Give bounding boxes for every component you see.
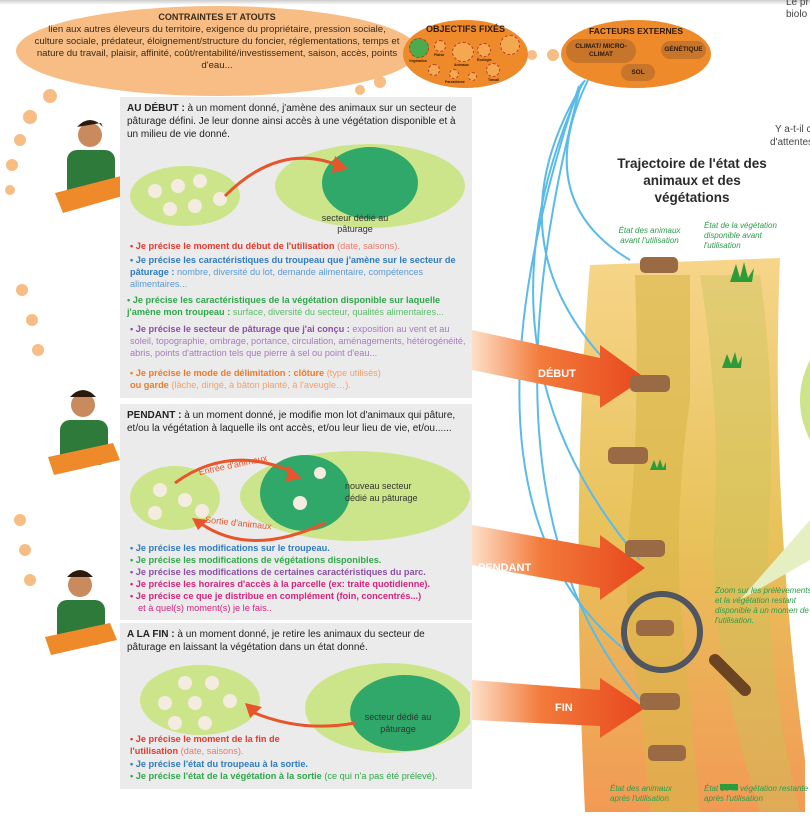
debut-intro: AU DÉBUT : à un moment donné, j'amène de… (127, 102, 466, 141)
vegetation-path (700, 275, 800, 812)
fin-bullet: • Je précise l'état de la végétation à l… (130, 771, 438, 781)
magnifier-icon (621, 591, 751, 696)
grass-icons (650, 262, 754, 790)
debut-bullet: • Je précise le moment du début de l'uti… (130, 241, 400, 251)
fin-illustration (140, 663, 470, 753)
contraintes-text: lien aux autres éleveurs du territoire, … (34, 24, 400, 71)
factor-genetique: GÉNÉTIQUE (661, 41, 706, 59)
fin-box: A LA FIN : à un moment donné, je retire … (120, 623, 472, 789)
contraintes-bubble: CONTRAINTES ET ATOUTS lien aux autres él… (16, 6, 418, 96)
caption-vegetation-avant: État de la végétation disponible avant l… (704, 221, 777, 250)
debut-sector-label: secteur dédié au pâturage (321, 213, 389, 234)
objectif-icon (468, 72, 477, 81)
factor-climat: CLIMAT/ MICRO-CLIMAT (566, 39, 636, 63)
fin-label: A LA FIN : (127, 629, 175, 640)
arrow-pendant (472, 525, 645, 600)
debut-bullet: • Je précise les caractéristiques du tro… (130, 255, 456, 289)
objectif-icon (428, 64, 440, 76)
contraintes-title: CONTRAINTES ET ATOUTS (158, 12, 276, 22)
debut-box: AU DÉBUT : à un moment donné, j'amène de… (120, 97, 472, 398)
fragment-text: Y a-t-il c (775, 124, 810, 135)
pendant-intro: PENDANT : à un moment donné, je modifie … (127, 409, 466, 435)
arrow-label-pendant: PENDANT (478, 562, 532, 574)
debut-bullet: • Je précise le mode de délimitation : c… (130, 368, 381, 390)
objectifs-bubble: OBJECTIFS FIXÉS Végétation Plaisir Anima… (403, 20, 528, 88)
pendant-box: PENDANT : à un moment donné, je modifie … (120, 404, 472, 620)
trajectoire-title: Trajectoire de l'état des animaux et des… (617, 156, 767, 205)
objectifs-title: OBJECTIFS FIXÉS (425, 24, 505, 34)
caption-animaux-avant: État des animaux avant l'utilisation (618, 226, 681, 245)
pendant-bullet: et à quel(s) moment(s) je le fais.. (138, 603, 272, 613)
right-wedge (740, 520, 810, 600)
arrow-label-fin: FIN (555, 702, 573, 714)
objectif-label: Écologie (477, 58, 492, 62)
cow-icons (608, 257, 686, 761)
saisons-icon (500, 35, 520, 55)
thought-dots (5, 49, 559, 586)
fragment-text: biolo (786, 9, 808, 20)
parasitisme-icon (449, 69, 459, 79)
pendant-intro-text: à un moment donné, je modifie mon lot d'… (127, 410, 456, 434)
right-circle-edge (800, 360, 810, 440)
objectif-label: Parasitisme (445, 80, 465, 84)
arrow-label-debut: DÉBUT (538, 368, 576, 380)
arrow-fin (472, 678, 645, 738)
fin-bullet: • Je précise le moment de la fin de l'ut… (130, 734, 280, 756)
influence-lines (518, 79, 641, 701)
objectif-label: Travail (488, 78, 500, 82)
ecologie-icon (477, 43, 491, 57)
top-edge (0, 0, 810, 5)
debut-illustration (130, 144, 465, 228)
pendant-sector-label: nouveau secteur dédié au pâturage (345, 481, 418, 503)
facteurs-externes-bubble: FACTEURS EXTERNES CLIMAT/ MICRO-CLIMAT G… (561, 20, 711, 88)
vegetation-icon (409, 38, 429, 58)
caption-vegetation-apres: État de la végétation restante après l'u… (704, 784, 809, 803)
fin-intro-text: à un moment donné, je retire les animaux… (127, 629, 425, 653)
pendant-bullet: • Je précise les modifications de végéta… (130, 555, 382, 565)
farmer-icons (45, 120, 133, 655)
objectif-label: Plaisir (434, 53, 445, 57)
debut-label: AU DÉBUT : (127, 103, 185, 114)
debut-bullet: • Je précise les caractéristiques de la … (127, 295, 444, 317)
animaux-icon (452, 42, 474, 62)
debut-intro-text: à un moment donné, j'amène des animaux s… (127, 103, 457, 140)
pendant-bullet: • Je précise les horaires d'accès à la p… (130, 579, 431, 589)
fragment-text: d'attentes (770, 137, 810, 148)
debut-bullet: • Je précise le secteur de pâturage que … (130, 324, 466, 358)
travail-icon (486, 63, 500, 77)
fin-sector-label: secteur dédié au pâturage (364, 712, 432, 734)
fin-intro: A LA FIN : à un moment donné, je retire … (127, 628, 466, 654)
pendant-label: PENDANT : (127, 410, 182, 421)
objectif-label: Animaux (454, 63, 469, 67)
fin-bullet: • Je précise l'état du troupeau à la sor… (130, 759, 308, 769)
pendant-illustration (130, 451, 470, 542)
plaisir-icon (434, 40, 446, 52)
fragment-text: Le pr (786, 0, 809, 8)
facteurs-title: FACTEURS EXTERNES (589, 26, 683, 36)
pendant-bullet: • Je précise les modifications de certai… (130, 567, 426, 577)
arrow-debut (472, 330, 645, 408)
caption-zoom: Zoom sur les prélèvements et la végétati… (715, 586, 810, 625)
pendant-bullet: • Je précise ce que je distribue en comp… (130, 591, 422, 601)
pendant-bullet: • Je précise les modifications sur le tr… (130, 543, 330, 553)
objectif-label: Végétation (409, 59, 427, 63)
caption-animaux-apres: État des animaux après l'utilisation (610, 784, 672, 803)
factor-sol: SOL (621, 64, 655, 81)
